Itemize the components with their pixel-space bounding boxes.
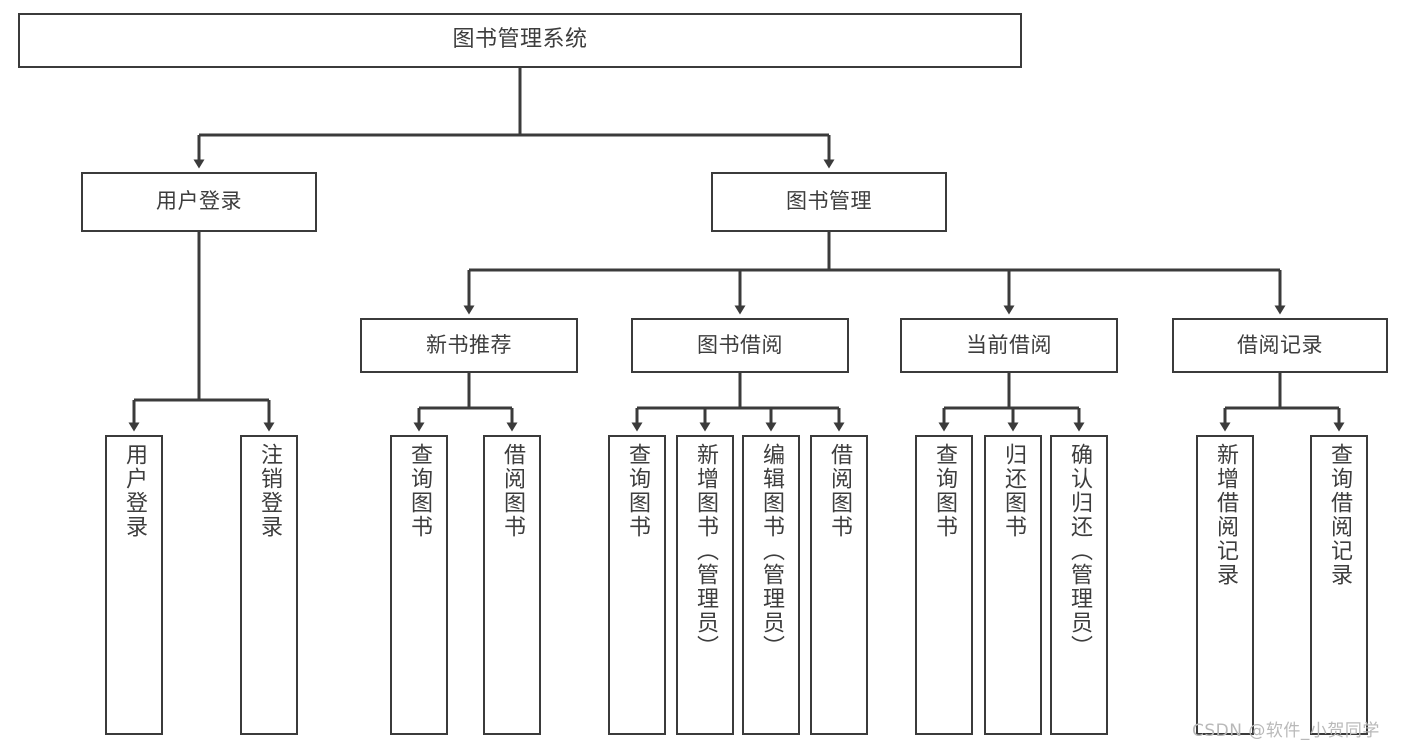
node-leaf-查询图书[interactable]: 查询图书 — [390, 435, 448, 735]
node-label: 查询图书 — [407, 443, 432, 539]
node-leaf-查询借阅记录[interactable]: 查询借阅记录 — [1310, 435, 1368, 735]
node-label: 借阅图书 — [500, 443, 525, 539]
node-label: 新增图书（管理员） — [693, 443, 718, 659]
node-leaf-查询图书[interactable]: 查询图书 — [915, 435, 973, 735]
node-leaf-新增借阅记录[interactable]: 新增借阅记录 — [1196, 435, 1254, 735]
node-label: 图书借阅 — [697, 332, 783, 357]
node-label: 查询图书 — [932, 443, 957, 539]
node-level2-图书管理[interactable]: 图书管理 — [711, 172, 947, 232]
node-label: 查询图书 — [625, 443, 650, 539]
node-leaf-注销登录[interactable]: 注销登录 — [240, 435, 298, 735]
node-level3-借阅记录[interactable]: 借阅记录 — [1172, 318, 1388, 373]
node-leaf-新增图书管理员[interactable]: 新增图书（管理员） — [676, 435, 734, 735]
node-label: 注销登录 — [257, 443, 282, 539]
node-leaf-用户登录[interactable]: 用户登录 — [105, 435, 163, 735]
node-label: 确认归还（管理员） — [1067, 443, 1092, 659]
node-leaf-借阅图书[interactable]: 借阅图书 — [483, 435, 541, 735]
node-label: 归还图书 — [1001, 443, 1026, 539]
node-label: 图书管理系统 — [452, 27, 588, 53]
node-level3-图书借阅[interactable]: 图书借阅 — [631, 318, 849, 373]
node-label: 新书推荐 — [426, 332, 512, 357]
node-label: 用户登录 — [156, 189, 242, 214]
node-leaf-归还图书[interactable]: 归还图书 — [984, 435, 1042, 735]
node-label: 图书管理 — [786, 189, 872, 214]
node-label: 当前借阅 — [966, 332, 1052, 357]
node-leaf-确认归还管理员[interactable]: 确认归还（管理员） — [1050, 435, 1108, 735]
node-level2-用户登录[interactable]: 用户登录 — [81, 172, 317, 232]
node-level3-新书推荐[interactable]: 新书推荐 — [360, 318, 578, 373]
node-root-图书管理系统[interactable]: 图书管理系统 — [18, 13, 1022, 68]
node-label: 借阅图书 — [827, 443, 852, 539]
node-leaf-借阅图书[interactable]: 借阅图书 — [810, 435, 868, 735]
node-level3-当前借阅[interactable]: 当前借阅 — [900, 318, 1118, 373]
node-leaf-查询图书[interactable]: 查询图书 — [608, 435, 666, 735]
node-label: 用户登录 — [122, 443, 147, 539]
csdn-watermark: CSDN @软件_小贺同学 — [1192, 721, 1380, 741]
node-leaf-编辑图书管理员[interactable]: 编辑图书（管理员） — [742, 435, 800, 735]
node-label: 查询借阅记录 — [1327, 443, 1352, 587]
node-label: 新增借阅记录 — [1213, 443, 1238, 587]
node-label: 借阅记录 — [1237, 332, 1323, 357]
node-label: 编辑图书（管理员） — [759, 443, 784, 659]
